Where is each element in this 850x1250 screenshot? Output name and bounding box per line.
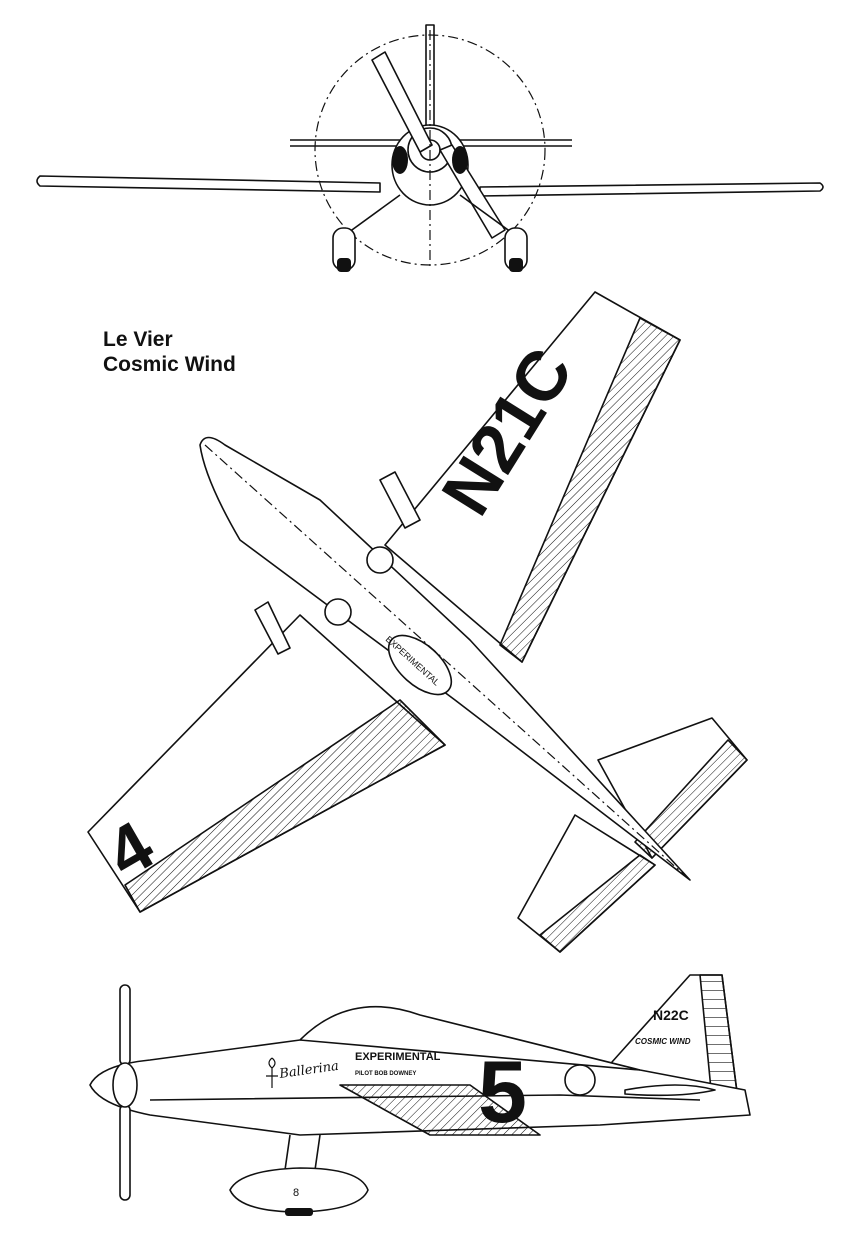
top-view: N21C 4 EXPERIMENTAL (87, 291, 748, 953)
side-registration: N22C (653, 1007, 689, 1023)
title-line-2: Cosmic Wind (103, 353, 236, 376)
title-line-1: Le Vier (103, 328, 173, 351)
front-view (36, 24, 824, 272)
drawing-title: Le Vier Cosmic Wind (103, 327, 236, 377)
side-panel-title: EXPERIMENTAL (355, 1051, 441, 1063)
wheel-pant-marking: 8 (293, 1187, 299, 1199)
side-tail-name: COSMIC WIND (635, 1037, 691, 1046)
side-race-number: 5 (478, 1042, 527, 1141)
nose-art-figure-icon (266, 1057, 278, 1088)
side-panel-subtitle: PILOT BOB DOWNEY (355, 1071, 416, 1077)
side-view: N22C COSMIC WIND 5 EXPERIMENTAL PILOT BO… (89, 974, 751, 1216)
